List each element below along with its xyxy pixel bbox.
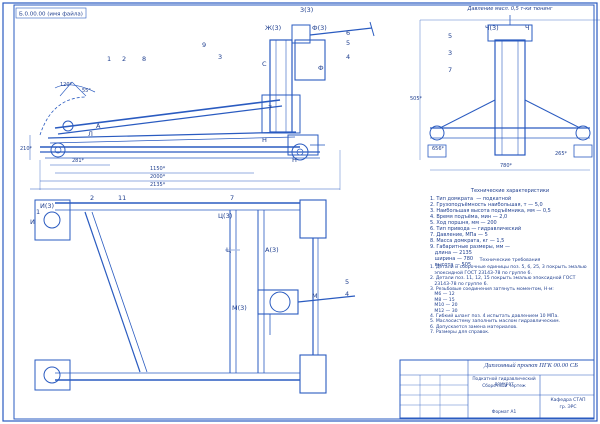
side-callout-label: Л	[88, 130, 93, 138]
side-callout-label: Н	[292, 156, 297, 164]
tech-char-heading: Технические характеристики	[470, 188, 550, 194]
tech-req-row: М10 — 20	[430, 303, 458, 309]
side-callout-label: А	[96, 122, 101, 130]
tech-char-block: Технические характеристики 1. Тип домкра…	[430, 188, 590, 268]
front-callout-label: 5	[448, 32, 452, 40]
front-callout-label: Ч(3)	[485, 24, 499, 32]
side-dimension-label: 120*	[60, 82, 73, 88]
side-callout-label: 3(3)	[300, 6, 313, 14]
plan-callout-label: М(3)	[232, 304, 247, 312]
side-view	[29, 21, 375, 190]
stamp-text: Б.0.00.00 (имя файла)	[19, 11, 83, 18]
front-view-title: Давление масл. 0,5 т-ки тюнинг	[467, 6, 553, 12]
front-dimension-label: 265*	[555, 151, 568, 157]
plan-view	[34, 199, 356, 394]
side-dimension-label: 2000*	[150, 174, 166, 180]
title-block-subtitle: Подкатной гидравлический домкрат	[472, 377, 536, 387]
tech-req-row: М12 — 30	[430, 308, 458, 314]
side-callout-label: 1	[107, 55, 111, 63]
tech-char-row: длина — 2135	[430, 250, 472, 256]
side-callout-label: 6	[346, 29, 350, 37]
stamp-box	[15, 7, 87, 19]
side-dimension-label: 281*	[72, 158, 85, 164]
title-block-title: Дипломный проект ПГК 00.00 СБ	[484, 362, 578, 369]
side-dimension-label: 55°	[82, 88, 91, 94]
tech-char-row: 4. Время подъёма, мин — 2,0	[430, 214, 508, 220]
side-callout-label: 8	[142, 55, 146, 63]
side-callout-label: Н	[262, 136, 267, 144]
title-block-org: Кафедра СТАП	[550, 398, 586, 403]
tech-req-row: 5. Маслосистему заполнить маслом гидравл…	[430, 319, 561, 325]
front-callout-label: 7	[448, 66, 452, 74]
side-callout-label: С	[262, 60, 267, 68]
tech-req-row: 4. Гибкий шланг поз. 4 испытать давление…	[430, 314, 559, 320]
tech-req-heading: Технические требования	[479, 258, 541, 263]
tech-req-row: 2. Детали поз. 11, 12, 15 покрыть эмалью…	[430, 276, 576, 282]
plan-callout-label: А(3)	[265, 246, 279, 254]
tech-char-row: 7. Давление, МПа — 5	[430, 232, 488, 238]
side-dimension-label: 1150*	[150, 166, 166, 172]
tech-req-block: Технические требования 1. Детали и сборо…	[430, 258, 590, 336]
title-block-group: гр. ЭРС	[559, 405, 577, 410]
tech-char-row: 1. Тип домкрата — подкатной	[430, 196, 512, 202]
plan-callout-label: 7	[230, 194, 234, 202]
tech-req-row: М6 — 12	[430, 292, 455, 298]
front-view	[419, 15, 600, 171]
tech-char-row: 8. Масса домкрата, кг — 1,5	[430, 238, 505, 244]
side-dimension-label: 210*	[20, 146, 33, 152]
side-callout-label: Ж(3)	[265, 24, 281, 32]
side-callout-label: Ф(3)	[312, 24, 327, 32]
side-callout-label: 7	[268, 104, 272, 112]
tech-char-row: 3. Наибольшая высота подъёмника, мм — 0,…	[430, 208, 551, 214]
inner-frame	[13, 4, 595, 420]
side-callout-label: 4	[346, 53, 350, 61]
tech-req-row: 7. Размеры для справок.	[430, 330, 490, 336]
tech-req-list: 1. Детали и сборочные единицы поз. 5, 6,…	[430, 265, 590, 335]
front-dimension-label: 780*	[500, 163, 513, 169]
plan-callout-label: 11	[118, 194, 126, 202]
side-callout-label: 9	[202, 41, 206, 49]
tech-req-row: 1. Детали и сборочные единицы поз. 5, 6,…	[430, 265, 587, 271]
front-dimension-label: 656*	[432, 146, 445, 152]
front-callout-label: 3	[448, 49, 452, 57]
tech-req-row: М8 — 15	[430, 297, 455, 303]
tech-char-row: высота — 505	[430, 262, 472, 268]
tech-char-row: ширина — 780	[430, 256, 474, 262]
tech-req-row: 3. Резьбовые соединения затянуть моменто…	[430, 287, 554, 293]
front-callout-label: Ч	[525, 24, 529, 32]
plan-callout-label: 4	[345, 290, 349, 298]
plan-callout-label: Ц(3)	[218, 212, 232, 220]
plan-callout-label: И	[30, 218, 35, 226]
side-callout-label: 3	[218, 53, 222, 61]
plan-callout-label: 2	[90, 194, 94, 202]
plan-callout-label: Ц	[226, 246, 231, 254]
plan-callout-label: 1	[36, 208, 40, 216]
plan-callout-label: И(3)	[40, 202, 54, 210]
tech-char-row: 2. Грузоподъёмность наибольшая, т — 5,0	[430, 202, 543, 208]
plan-callout-label: М	[312, 292, 318, 300]
title-block-format: Формат A1	[491, 410, 517, 415]
title-block-desc: Сборочный чертеж	[482, 384, 526, 389]
tech-char-row: 6. Тип привода — гидравлический	[430, 226, 522, 232]
tech-char-row: 5. Ход поршня, мм — 200	[430, 220, 497, 226]
tech-char-row: 9. Габаритные размеры, мм —	[430, 244, 511, 250]
tech-req-row: 23143-78 по группе 6.	[430, 281, 488, 287]
tech-req-row: эпоксидной ГОСТ 23143-78 по группе 6.	[430, 270, 532, 276]
title-block	[399, 359, 595, 419]
side-callout-label: 5	[346, 39, 350, 47]
tech-req-row: 6. Допускается замена материалов.	[430, 324, 518, 330]
side-callout-label: Ф	[318, 64, 324, 72]
side-dimension-label: 2135*	[150, 182, 166, 188]
side-callout-label: 2	[122, 55, 126, 63]
plan-callout-label: 5	[345, 278, 349, 286]
front-dimension-label: 505*	[410, 96, 423, 102]
